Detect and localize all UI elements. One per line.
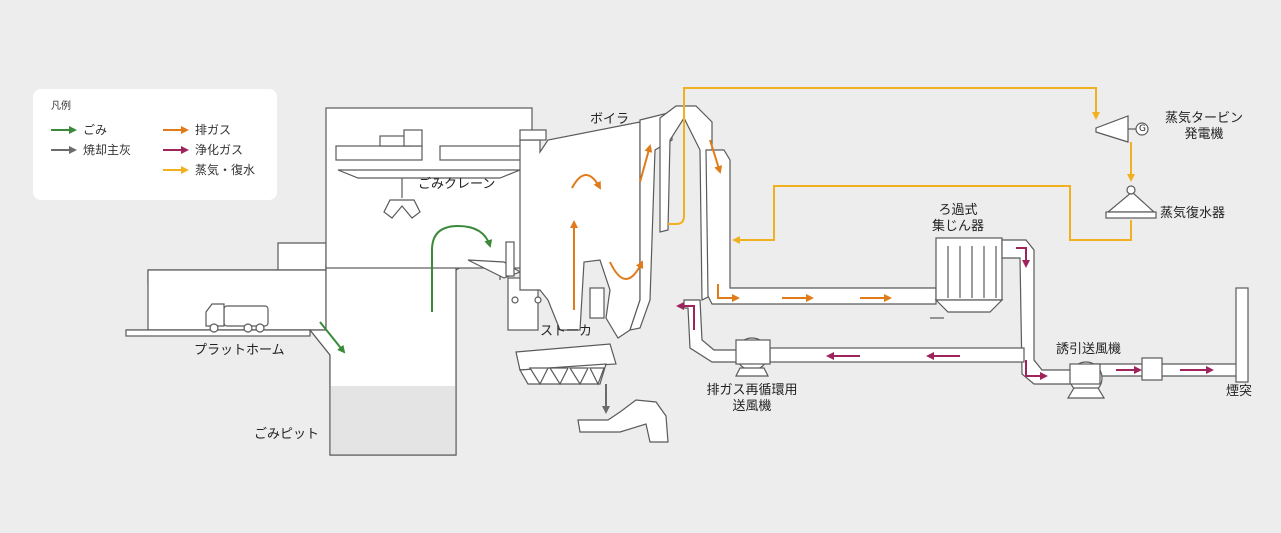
bag-filter xyxy=(930,237,1004,319)
legend-label-exhaust: 排ガス xyxy=(195,123,232,137)
recirculation-fan-label-line1: 排ガス再循環用 xyxy=(706,383,798,398)
garbage-truck xyxy=(205,303,269,333)
turbine-label-line2: 発電機 xyxy=(1184,127,1224,142)
crane-grab xyxy=(383,178,421,219)
turbine-label: 蒸気タービン 発電機 xyxy=(1156,111,1252,143)
legend-label-steam: 蒸気・復水 xyxy=(195,163,256,177)
ash-extractor xyxy=(577,399,669,443)
stoker-label: ストーカ xyxy=(540,324,593,339)
condenser-label: 蒸気復水器 xyxy=(1160,206,1226,221)
chimney xyxy=(1235,287,1249,383)
platform-label: プラットホーム xyxy=(194,343,285,358)
boiler-tower xyxy=(659,105,713,301)
turbine-label-line1: 蒸気タービン xyxy=(1164,111,1243,126)
orange-arrow-icon xyxy=(163,125,189,134)
legend-item-steam: 蒸気・復水 xyxy=(163,161,255,178)
filter-label-line1: ろ過式 xyxy=(938,203,978,218)
legend-label-waste: ごみ xyxy=(83,123,108,137)
legend: 凡例 ごみ 焼却主灰 排ガス 浄化ガス 蒸気・復水 xyxy=(33,89,277,200)
filter-label-line2: 集じん器 xyxy=(931,219,984,234)
steam-turbine xyxy=(1095,115,1149,143)
furnace-body xyxy=(519,111,673,339)
crane-hall xyxy=(325,107,533,269)
stoker-unit xyxy=(515,343,617,386)
purple-arrow-icon xyxy=(163,145,189,154)
legend-label-ash: 焼却主灰 xyxy=(83,143,132,157)
recirculation-fan-label-line2: 送風機 xyxy=(732,399,772,414)
crane-label: ごみクレーン xyxy=(418,177,496,192)
legend-title: 凡例 xyxy=(51,101,71,112)
legend-item-exhaust: 排ガス xyxy=(163,121,231,138)
recirculation-fan xyxy=(735,337,771,377)
clean-gas-flow xyxy=(676,247,1214,380)
yellow-arrow-icon xyxy=(163,165,189,174)
pit-label: ごみピット xyxy=(254,427,320,442)
recirculation-fan-label: 排ガス再循環用 送風機 xyxy=(698,383,806,415)
boiler-label: ボイラ xyxy=(590,112,630,127)
chimney-label: 煙突 xyxy=(1226,384,1253,399)
induced-draft-fan xyxy=(1066,357,1163,399)
induced-fan-label: 誘引送風機 xyxy=(1056,342,1122,357)
exhaust-duct xyxy=(705,149,937,305)
steam-condenser xyxy=(1105,185,1157,219)
filter-label: ろ過式 集じん器 xyxy=(922,203,994,235)
waste-flow xyxy=(319,224,493,354)
legend-item-clean-gas: 浄化ガス xyxy=(163,141,243,158)
gray-arrow-icon xyxy=(51,145,77,154)
exhaust-flow xyxy=(570,139,892,310)
waste-pit-fill xyxy=(331,386,455,454)
legend-item-waste: ごみ xyxy=(51,121,107,138)
generator-symbol: G xyxy=(1139,124,1146,134)
steam-line xyxy=(668,87,1135,244)
legend-item-ash: 焼却主灰 xyxy=(51,141,131,158)
legend-label-clean-gas: 浄化ガス xyxy=(195,143,244,157)
green-arrow-icon xyxy=(51,125,77,134)
